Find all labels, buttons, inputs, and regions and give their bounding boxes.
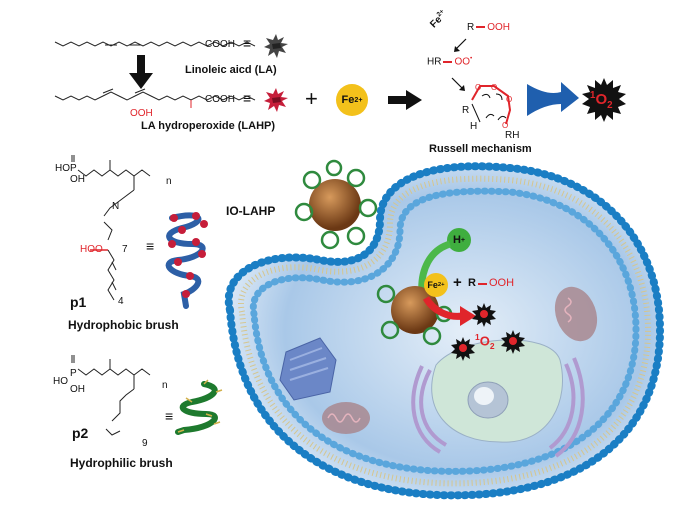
p1-nh: N (112, 201, 120, 212)
russell-label: Russell mechanism (429, 143, 532, 155)
svg-text:O: O (475, 83, 481, 92)
svg-text:O: O (491, 83, 497, 92)
down-arrow-icon (129, 55, 153, 89)
lahp-cooh: COOH (205, 94, 235, 105)
la-label: Linoleic aicd (LA) (185, 64, 277, 76)
right-arrow-icon (388, 90, 422, 110)
p1-tag: p1 (70, 294, 87, 310)
cell-r: R (468, 277, 476, 289)
p1-seven: 7 (122, 244, 128, 255)
gray-star-icon (264, 34, 288, 58)
blue-arrow-icon (527, 82, 579, 116)
ring-r: R (462, 105, 470, 116)
cell-ooh: OOH (489, 277, 515, 289)
attack-arrow-icon (451, 77, 465, 91)
p1-equiv-sign: ≡ (146, 238, 155, 254)
mitochondrion-left (322, 402, 370, 434)
la-cooh: COOH (205, 39, 235, 50)
io-lahp-nanoparticle-outside (294, 159, 378, 250)
hydrophobic-brush-icon (165, 212, 208, 309)
p2-tag: p2 (72, 425, 89, 441)
toxic-burst-icon-2 (451, 337, 475, 361)
p2-equiv-sign: ≡ (165, 408, 174, 424)
tetroxide-ring: O O O O (471, 83, 512, 130)
linoleic-acid-structure (54, 41, 256, 47)
p2-ho: HO (53, 376, 68, 387)
p2-label: Hydrophilic brush (70, 456, 173, 470)
burst-icon (582, 78, 626, 122)
ring-rh: RH (505, 130, 520, 141)
cell-singlet-oxygen-label: 1O2 (475, 332, 495, 351)
plus-sign: + (305, 86, 318, 111)
golgi-stack (279, 337, 337, 401)
cell-r-ooh-bond (478, 283, 487, 285)
svg-text:O: O (502, 121, 508, 130)
p1-ho: HO (55, 163, 70, 174)
p1-hoo: HOO (80, 244, 103, 255)
p2-structure (71, 355, 151, 436)
p1-n: n (166, 176, 172, 187)
red-arrow-icon (422, 296, 476, 326)
fe-arrow-icon (454, 38, 467, 52)
singlet-oxygen-burst: 1O2 (582, 78, 626, 122)
h-plus-badge: H+ (447, 228, 471, 252)
inner-membrane (249, 187, 640, 475)
nucleus (411, 339, 585, 458)
p2-p: P (70, 368, 77, 379)
p2-n: n (162, 380, 168, 391)
svg-text:O: O (506, 95, 512, 104)
red-star-icon (264, 88, 288, 112)
io-lahp-label: IO-LAHP (226, 204, 276, 218)
lahp-label: LA hydroperoxide (LAHP) (141, 120, 276, 132)
p2-oh: OH (70, 384, 85, 395)
toxic-burst-icon-1 (472, 303, 496, 327)
lahp-structure (54, 88, 256, 108)
mitochondrion-right (554, 286, 598, 342)
toxic-burst-icon-3 (501, 330, 525, 354)
singlet-oxygen-label: 1O2 (590, 90, 613, 111)
fe2-base: Fe (341, 94, 355, 106)
la-equiv-sign: ≡ (243, 35, 252, 51)
p1-label: Hydrophobic brush (68, 318, 179, 332)
cell-body (224, 162, 665, 500)
p2-nine: 9 (142, 438, 148, 449)
ring-h: H (470, 121, 478, 132)
lahp-ooh: OOH (130, 108, 153, 119)
p1-four: 4 (118, 296, 124, 307)
fe2-charge: 2+ (354, 96, 363, 104)
p1-structure (71, 155, 151, 301)
p1-p: P (70, 163, 77, 174)
russell-fe2: Fe2+ (428, 8, 446, 31)
cell-plus-sign: + (453, 274, 462, 291)
p1-oh: OH (70, 174, 85, 185)
lahp-equiv-sign: ≡ (243, 90, 252, 106)
hydrophilic-brush-icon (175, 379, 223, 435)
